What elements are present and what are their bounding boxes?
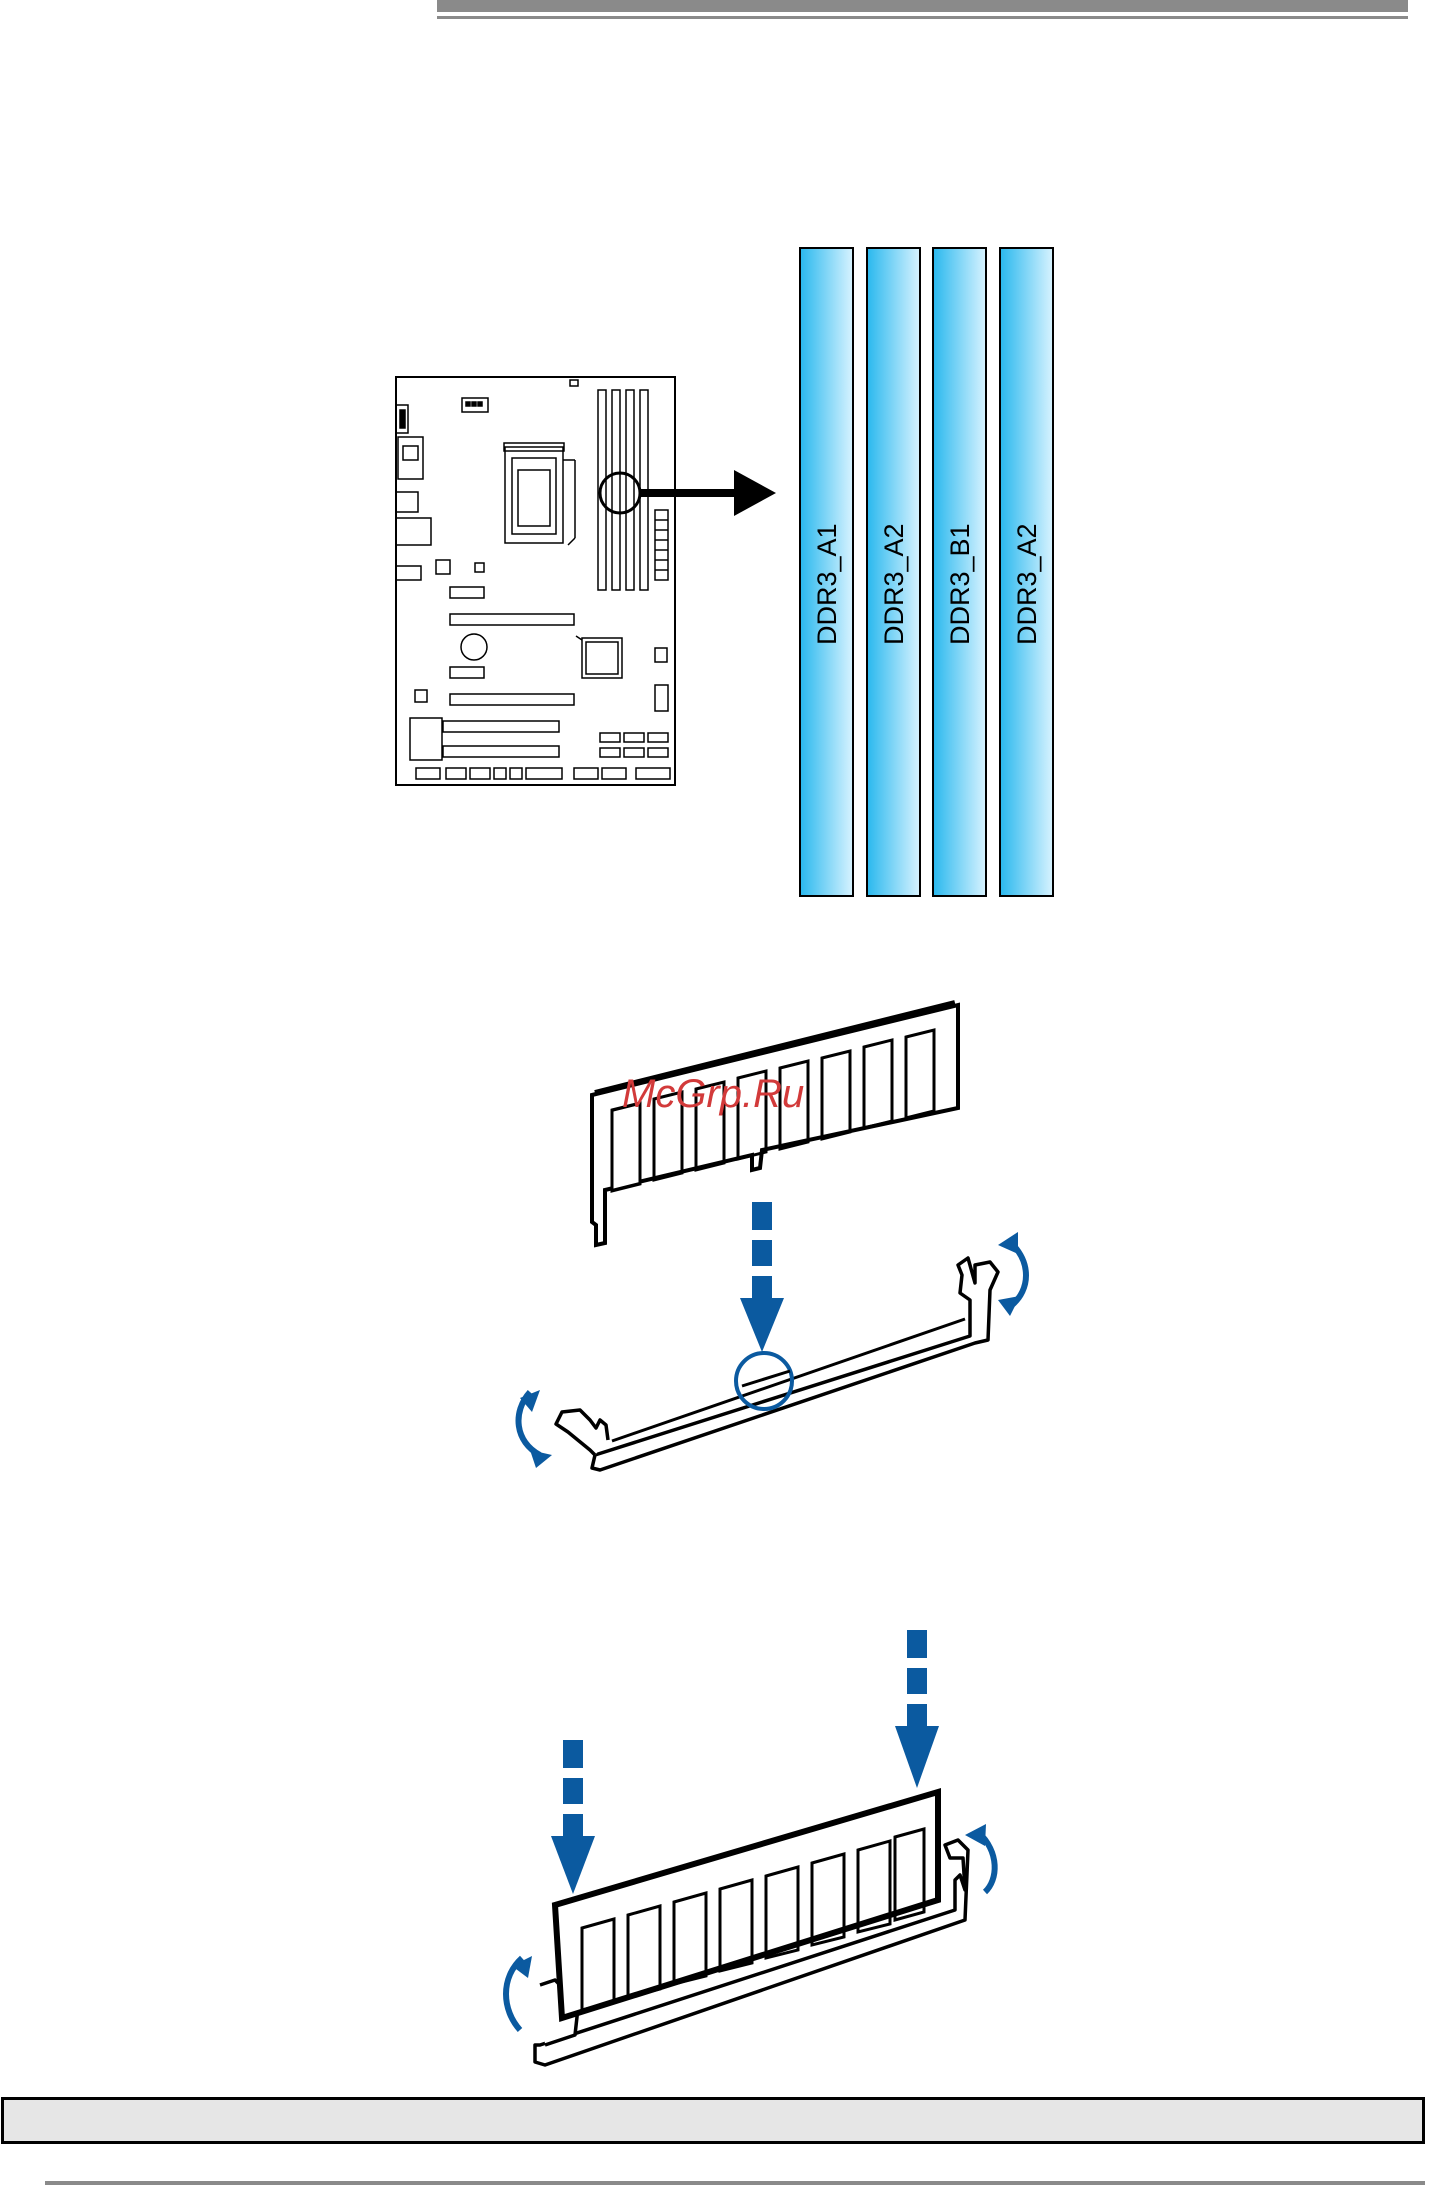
slot-label-4: DDR3_A2: [1012, 523, 1042, 645]
insert-arrow-step1: [740, 1202, 784, 1352]
insert-arrow-left-step2: [551, 1740, 595, 1894]
insert-arrow-right-step2: [895, 1630, 939, 1788]
slot-label-2: DDR3_A2: [879, 523, 909, 645]
dimm-slot-group: DDR3_A1 DDR3_A2 DDR3_B1 DDR3_A2: [800, 248, 1053, 896]
footer-rule: [45, 2181, 1425, 2185]
note-bar: [1, 2097, 1425, 2144]
memory-module-step1: [592, 1003, 958, 1245]
slot-label-3: DDR3_B1: [945, 523, 975, 645]
watermark-text: McGrp.Ru: [622, 1072, 804, 1116]
dimm-slot-open: [556, 1258, 998, 1470]
motherboard-diagram: [396, 377, 675, 785]
slot-label-1: DDR3_A1: [812, 523, 842, 645]
